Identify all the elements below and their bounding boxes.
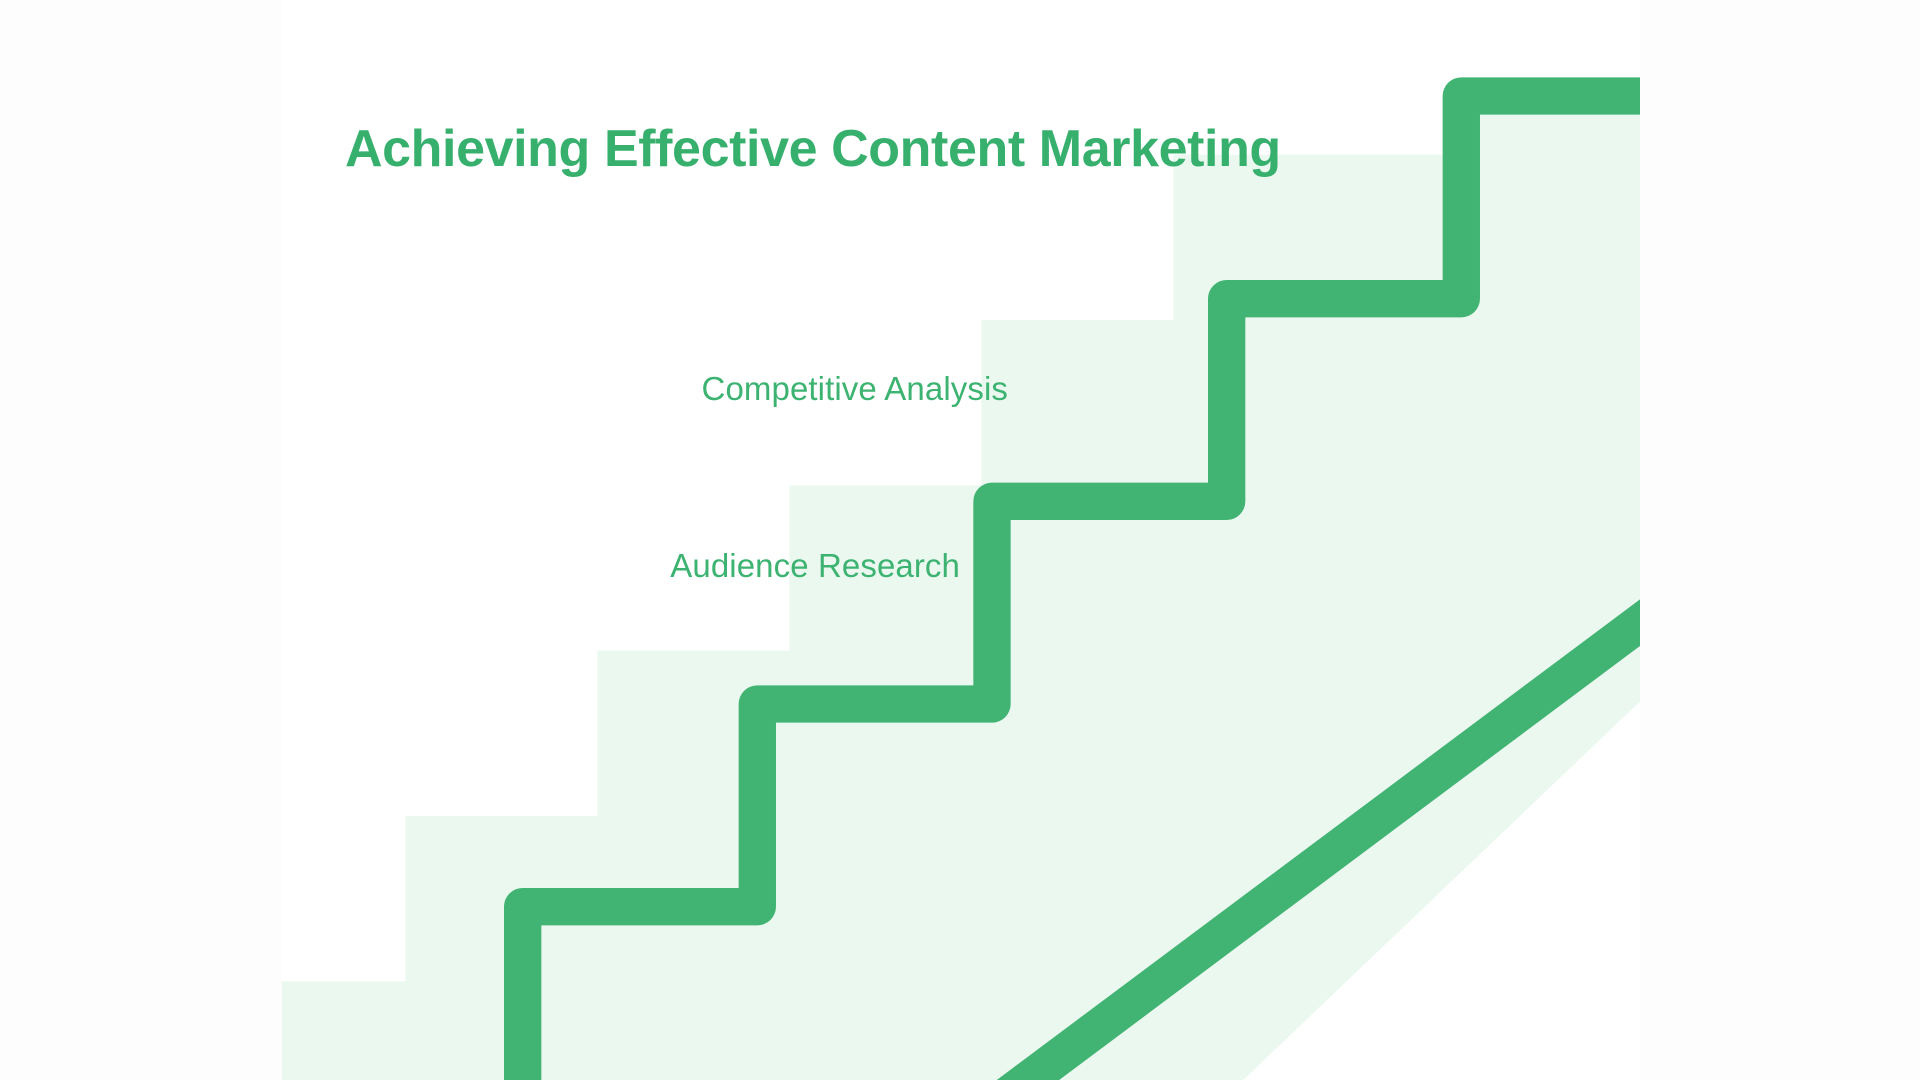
stage-label-competitive-analysis: Competitive Analysis	[701, 370, 1008, 407]
left-gutter	[0, 0, 282, 1080]
page-title: Achieving Effective Content Marketing	[345, 120, 1281, 178]
right-gutter	[1640, 0, 1920, 1080]
stage-label-audience-research: Audience Research	[670, 547, 960, 584]
